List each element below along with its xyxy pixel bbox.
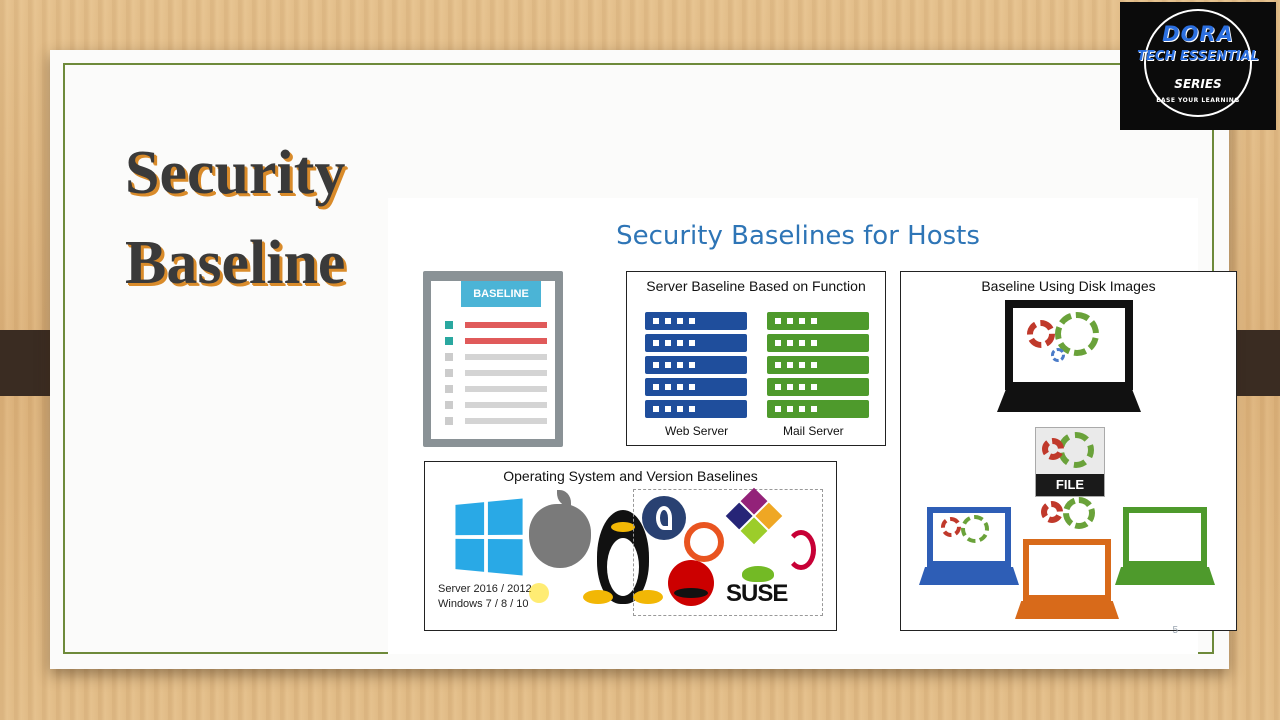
windows-logo-icon xyxy=(455,498,523,576)
badge-line2: TECH ESSENTIAL xyxy=(1137,49,1259,64)
clipboard-tag: BASELINE xyxy=(461,281,541,307)
baseline-clipboard-icon: BASELINE xyxy=(423,271,563,447)
slide-title: Security Baseline xyxy=(125,128,395,308)
green-gear-icon xyxy=(1055,312,1099,356)
os-baseline-panel: Operating System and Version Baselines xyxy=(424,461,837,631)
suse-logo-icon: SUSE xyxy=(726,566,816,610)
os-version-caption: Server 2016 / 2012 Windows 7 / 8 / 10 xyxy=(438,582,532,612)
blue-laptop-icon xyxy=(919,507,1019,587)
clipboard-paper: BASELINE xyxy=(431,281,555,439)
badge-ring xyxy=(1144,9,1252,117)
disk-image-file-icon: FILE xyxy=(1035,427,1105,497)
badge-line3: SERIES xyxy=(1174,77,1222,91)
blue-gear-icon xyxy=(1051,348,1065,362)
file-label: FILE xyxy=(1036,474,1104,496)
deploy-gears-icon xyxy=(1041,497,1101,533)
os-caption-line2: Windows 7 / 8 / 10 xyxy=(438,598,529,610)
badge-line4: EASE YOUR LEARNING xyxy=(1156,97,1240,104)
badge-line1: DORA xyxy=(1162,22,1234,46)
debian-logo-icon xyxy=(786,530,816,570)
page-number: 5 xyxy=(1172,625,1178,636)
redhat-logo-icon xyxy=(668,560,714,606)
server-panel-title: Server Baseline Based on Function xyxy=(646,278,866,294)
fedora-logo-icon xyxy=(642,496,686,540)
slide-title-line1: Security xyxy=(125,139,346,207)
mail-server-label: Mail Server xyxy=(783,424,844,438)
red-gear-icon xyxy=(1027,320,1055,348)
content-area: Security Baselines for Hosts BASELINE Se… xyxy=(388,198,1237,654)
web-server-label: Web Server xyxy=(665,424,729,438)
master-laptop-icon xyxy=(997,300,1141,412)
server-baseline-panel: Server Baseline Based on Function Web Se… xyxy=(626,271,886,446)
suse-label: SUSE xyxy=(726,580,788,607)
os-caption-line1: Server 2016 / 2012 xyxy=(438,583,532,595)
apple-logo-icon xyxy=(529,490,591,568)
orange-laptop-icon xyxy=(1015,539,1119,623)
ubuntu-logo-icon xyxy=(684,522,724,562)
disk-image-panel: Baseline Using Disk Images FILE xyxy=(900,271,1237,631)
os-panel-title: Operating System and Version Baselines xyxy=(503,468,758,484)
slide-title-line2: Baseline xyxy=(125,229,346,297)
linux-tux-icon xyxy=(583,510,663,606)
cursor-highlight xyxy=(529,583,549,603)
os-distro-group: SUSE xyxy=(633,487,823,616)
channel-badge: DORA TECH ESSENTIAL SERIES EASE YOUR LEA… xyxy=(1120,2,1276,130)
content-title: Security Baselines for Hosts xyxy=(616,221,980,251)
green-laptop-icon xyxy=(1115,507,1215,587)
disk-panel-title: Baseline Using Disk Images xyxy=(981,278,1156,294)
slide: Security Baseline Security Baselines for… xyxy=(50,50,1237,669)
centos-logo-icon xyxy=(725,487,783,545)
